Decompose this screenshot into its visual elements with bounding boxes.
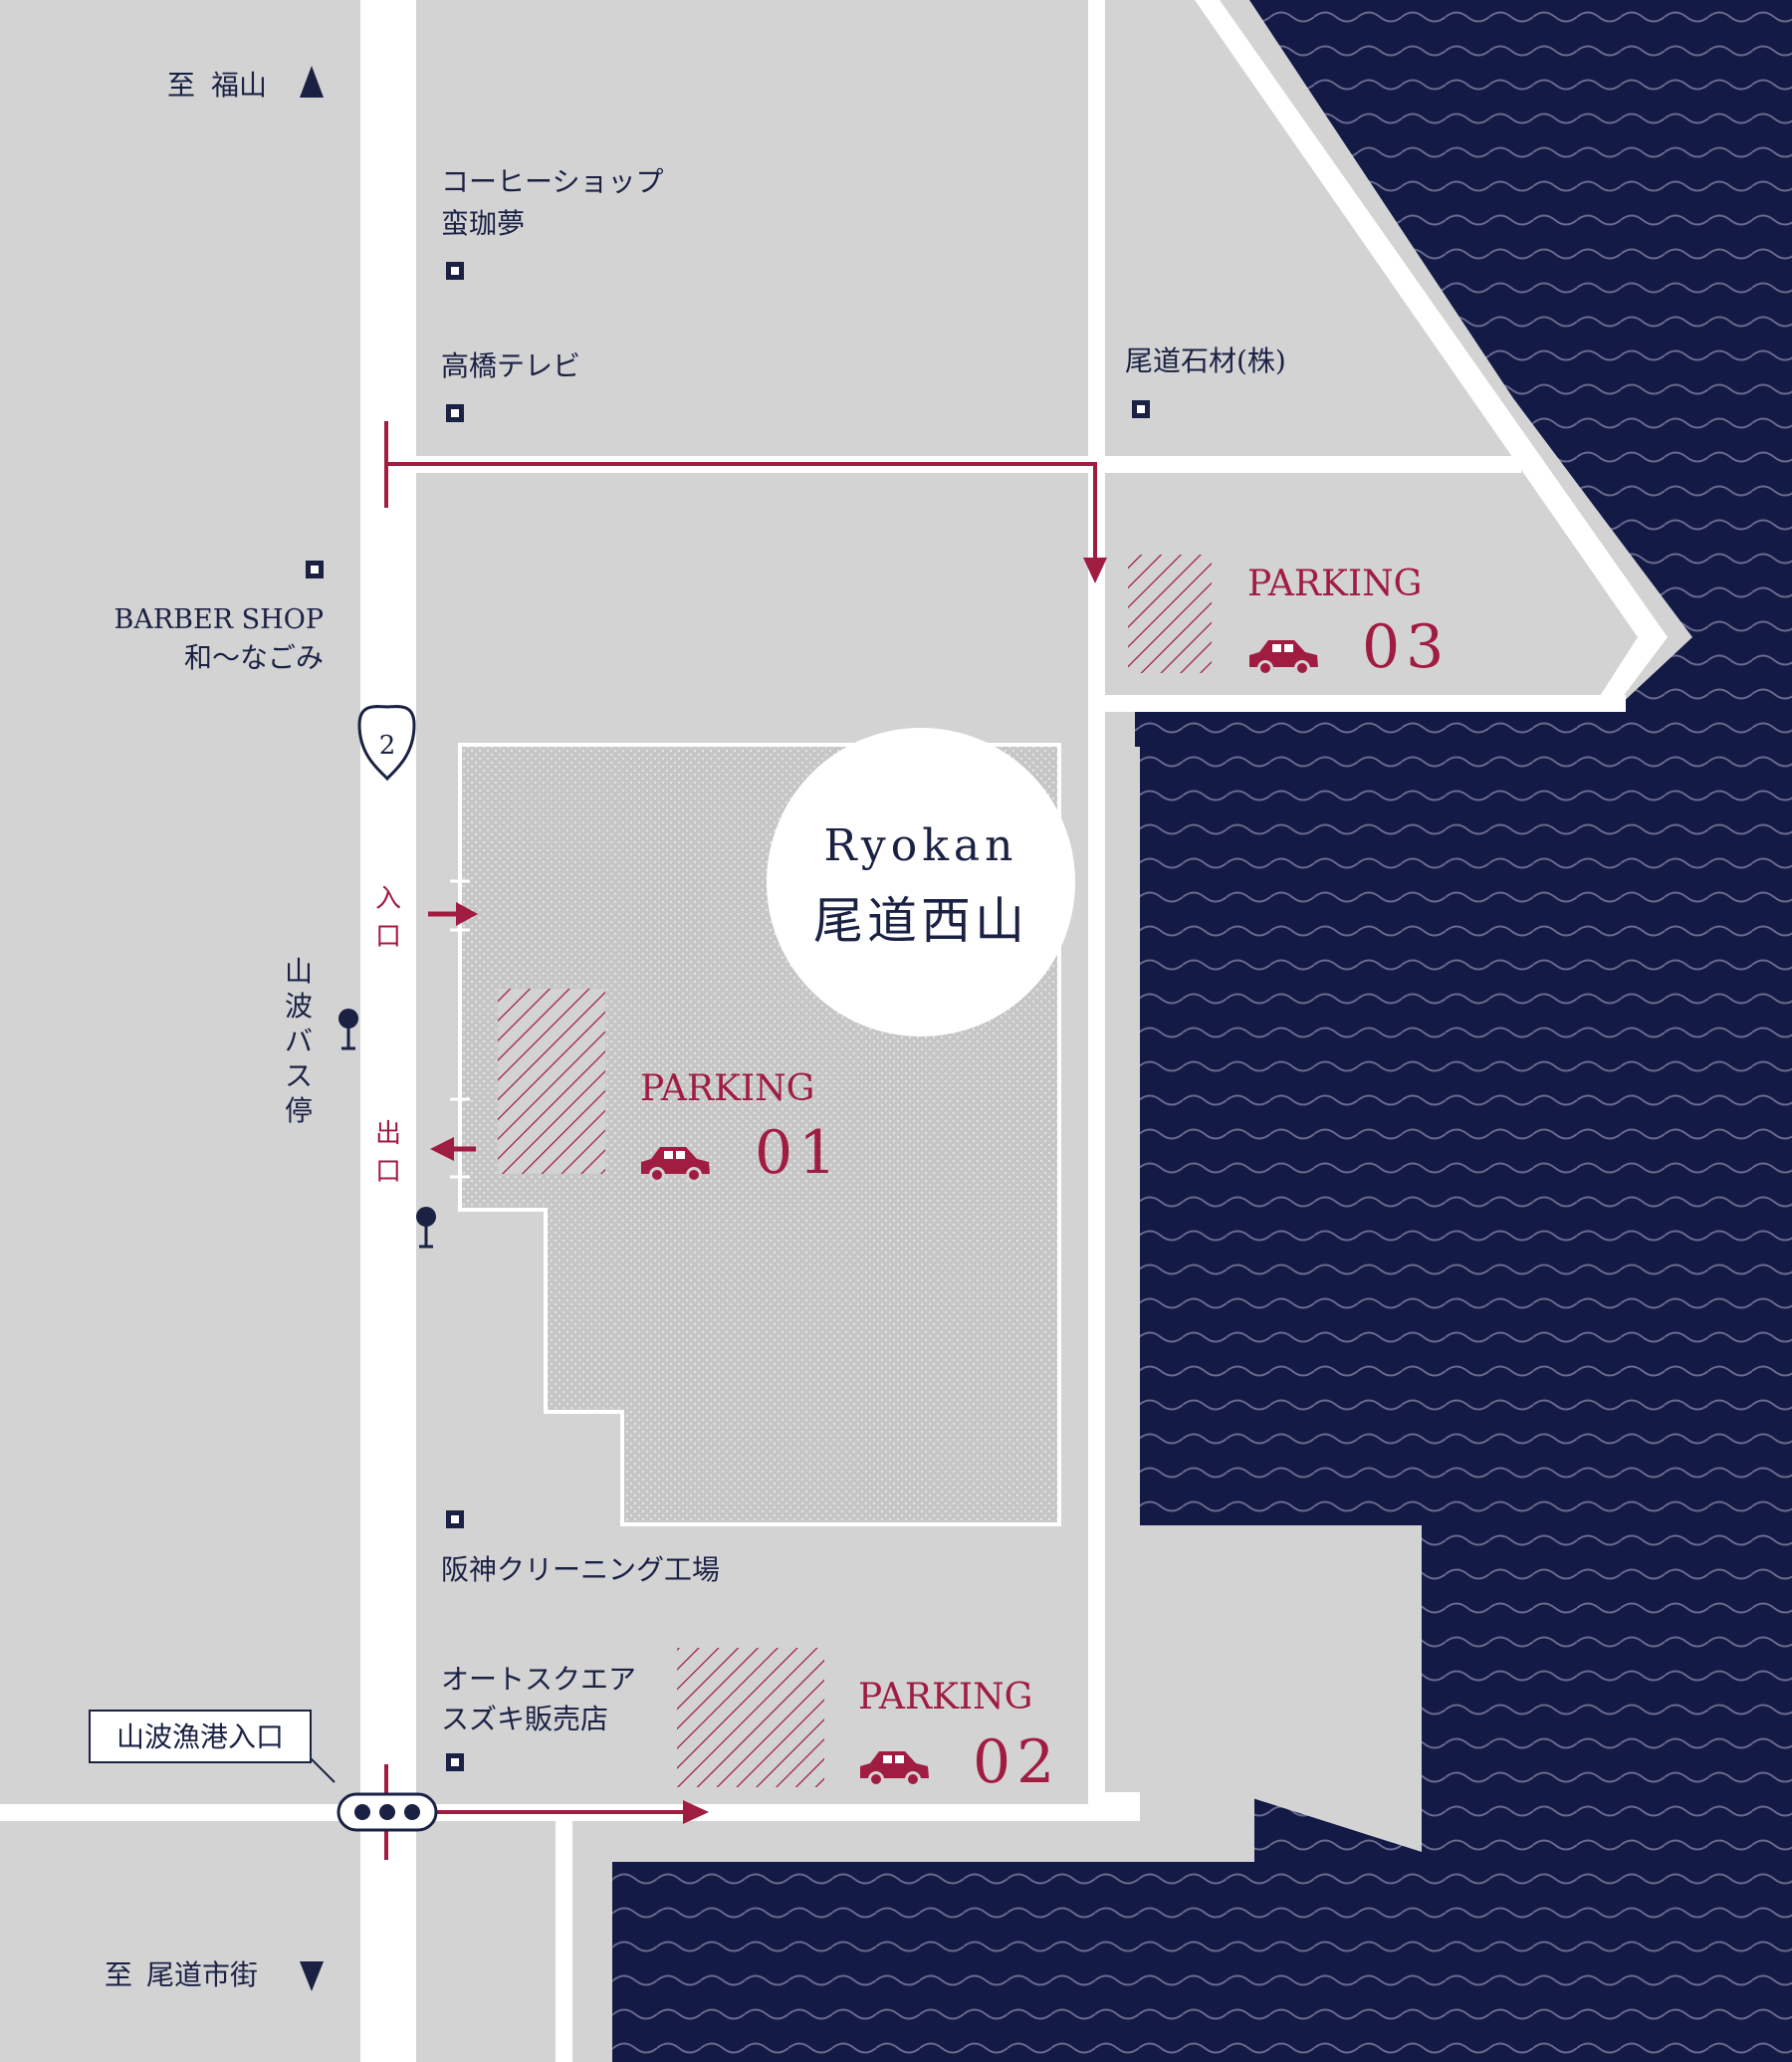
entrance-label: 入 (375, 884, 401, 914)
parking-01-label: PARKING 01 (640, 1068, 842, 1188)
parking-label: PARKING (640, 1068, 814, 1109)
coffee-shop-name: 蛮珈夢 (441, 207, 525, 240)
north-prefix: 至 (167, 69, 195, 102)
suzuki-dealer-label: スズキ販売店 (441, 1703, 608, 1735)
north-place: 福山 (211, 69, 267, 102)
bus-stop-char: バ (285, 1025, 313, 1057)
parking-01-area[interactable] (498, 989, 605, 1174)
triangle-down-icon (300, 1961, 324, 1991)
bus-stop-char: ス (285, 1059, 313, 1092)
route-to-parking-03 (384, 421, 1107, 583)
exit-arrow (430, 1137, 476, 1161)
landmark-square-icon (446, 1753, 464, 1771)
bus-stop-char: 山 (285, 955, 313, 988)
coffee-shop-label: コーヒーショップ (441, 165, 663, 198)
south-direction: 至 尾道市街 (105, 1958, 324, 1991)
parking-number: 01 (755, 1118, 842, 1188)
landmark-square-icon (306, 561, 324, 578)
entrance-arrow (428, 902, 478, 926)
north-direction: 至 福山 (167, 66, 324, 102)
cleaning-factory-label: 阪神クリーニング工場 (441, 1553, 720, 1586)
auto-square-label: オートスクエア (441, 1663, 636, 1696)
bus-stop-char: 波 (285, 990, 313, 1023)
roads (0, 0, 1668, 2062)
bus-stop-label: 山 波 バ ス 停 (285, 955, 313, 1127)
parking-03-label: PARKING 03 (1247, 564, 1450, 682)
route-2-shield: 2 (357, 705, 416, 782)
south-place: 尾道市街 (146, 1958, 258, 1991)
ryokan-name-en: Ryokan (824, 820, 1018, 871)
parking-02-area[interactable] (677, 1648, 824, 1787)
parking-02-label: PARKING 02 (858, 1677, 1060, 1797)
landmark-square-icon (1132, 400, 1150, 418)
landmark-square-icon (446, 262, 464, 280)
ryokan-name-jp: 尾道西山 (813, 892, 1028, 950)
traffic-light-icon (336, 1792, 438, 1832)
landmark-square-icon (446, 1510, 464, 1528)
sea (612, 0, 1792, 2062)
landmark-square-icon (446, 404, 464, 422)
exit-label: 口 (375, 1157, 401, 1187)
bus-stop-char: 停 (285, 1094, 313, 1127)
entrance-label: 口 (375, 922, 401, 952)
parking-number: 03 (1362, 612, 1450, 682)
ryokan-marker[interactable]: Ryokan 尾道西山 (767, 728, 1075, 1036)
barber-shop-name: 和〜なごみ (184, 641, 324, 674)
barber-shop-label: BARBER SHOP (114, 604, 324, 635)
harbor-entrance-label: 山波漁港入口 (116, 1720, 284, 1753)
tv-shop-label: 高橋テレビ (441, 349, 580, 382)
exit-label: 出 (375, 1119, 401, 1149)
south-prefix: 至 (105, 1958, 132, 1991)
parking-03-area[interactable] (1128, 555, 1212, 673)
triangle-up-icon (300, 66, 324, 98)
harbor-entrance-callout: 山波漁港入口 (89, 1710, 336, 1783)
parking-label: PARKING (858, 1677, 1032, 1718)
parking-label: PARKING (1247, 564, 1422, 604)
parking-number: 02 (973, 1727, 1060, 1797)
stone-company-label: 尾道石材(株) (1125, 344, 1286, 377)
gate-ticks (450, 879, 470, 1209)
route-number: 2 (379, 731, 396, 761)
